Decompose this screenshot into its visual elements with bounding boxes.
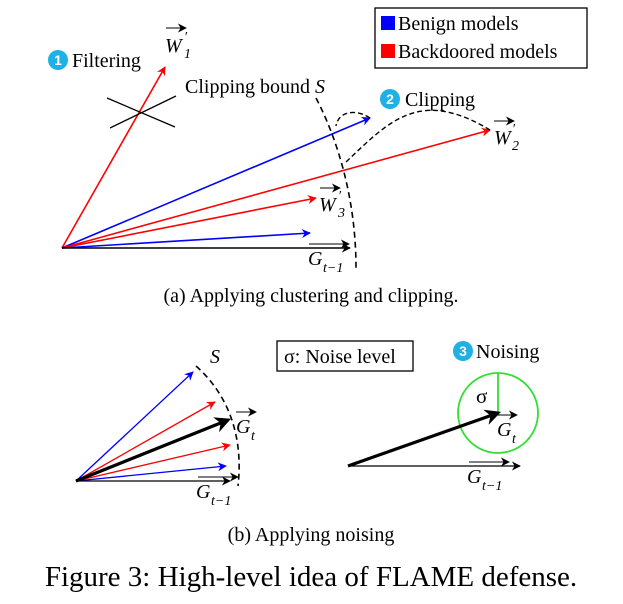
step-3-badge [453, 341, 473, 361]
label-w1: W ′ 1 [165, 23, 191, 62]
b-label-g-prev-right: G t−1 [467, 457, 510, 494]
step-2-badge [380, 89, 400, 109]
caption-a: (a) Applying clustering and clipping. [164, 285, 459, 307]
clipping-bound-arc [315, 97, 357, 269]
svg-text:G: G [497, 419, 512, 441]
step-1-number: 1 [54, 52, 62, 68]
b-label-gt-left: G t [236, 407, 257, 444]
panel-a: Benign models Backdoored models 1 Filter… [48, 7, 588, 307]
label-w2: W ′ 2 [494, 116, 519, 154]
svg-text:′: ′ [184, 30, 188, 45]
svg-text:G: G [196, 481, 211, 503]
svg-text:G: G [467, 466, 482, 488]
svg-text:W: W [494, 127, 513, 149]
figure-caption: Figure 3: High-level idea of FLAME defen… [45, 561, 577, 593]
legend: Benign models Backdoored models [374, 7, 588, 69]
svg-text:t−1: t−1 [323, 261, 343, 276]
vector-benign-2 [61, 228, 311, 249]
svg-text:W: W [165, 35, 184, 57]
b-vector-benign-2 [75, 462, 227, 482]
caption-b: (b) Applying noising [228, 524, 395, 546]
legend-benign-label: Benign models [398, 13, 519, 35]
clipping-curve-benign [335, 111, 371, 127]
svg-text:1: 1 [184, 47, 191, 62]
vector-benign-1 [61, 117, 371, 249]
legend-benign-swatch [381, 16, 395, 30]
legend-backdoored-label: Backdoored models [398, 41, 558, 63]
panel-b: S G t G t−1 σ: Noise level 3 Noising σ G [75, 340, 539, 546]
svg-text:G: G [236, 416, 251, 438]
b-right-gt [347, 409, 502, 468]
filter-cross-line-2 [109, 95, 177, 129]
b-bound-symbol: S [210, 346, 220, 368]
label-g-prev: G t−1 [308, 239, 350, 276]
sigma-label: σ [476, 384, 487, 408]
noise-level-label: σ: Noise level [284, 346, 396, 368]
vector-w3 [61, 195, 317, 249]
noise-level-box [276, 340, 414, 372]
step-2-label: Clipping [405, 89, 475, 111]
svg-text:t: t [512, 432, 517, 447]
step-2-clipping: 2 Clipping [380, 89, 475, 111]
legend-box [374, 7, 588, 69]
step-1-badge [48, 50, 68, 70]
b-vector-red-1 [75, 401, 216, 482]
step-2-number: 2 [386, 91, 394, 107]
label-w3: W ′ 3 [319, 183, 345, 221]
vector-w2 [61, 127, 491, 249]
clipping-curve-w2 [344, 109, 491, 164]
svg-text:W: W [319, 194, 338, 216]
step-3-label: Noising [476, 341, 539, 363]
svg-text:t: t [251, 429, 256, 444]
b-vector-gt [75, 417, 231, 483]
b-vector-red-2 [75, 442, 231, 482]
svg-text:t−1: t−1 [211, 494, 231, 509]
svg-text:2: 2 [512, 139, 519, 154]
b-label-gt-right: G t [497, 410, 518, 447]
svg-text:t−1: t−1 [482, 479, 502, 494]
clipping-bound-label: Clipping bound S [185, 76, 325, 98]
svg-text:G: G [308, 248, 323, 270]
svg-text:3: 3 [337, 206, 345, 221]
svg-text:′: ′ [512, 122, 516, 137]
vector-w1-filtered [61, 66, 166, 249]
svg-text:′: ′ [338, 189, 342, 204]
b-vector-benign-1 [75, 371, 194, 482]
step-3-number: 3 [459, 343, 467, 359]
step-1-filtering: 1 Filtering [48, 50, 141, 72]
b-bound-arc [195, 365, 240, 487]
b-label-g-prev-left: G t−1 [196, 472, 239, 509]
step-1-label: Filtering [72, 50, 141, 72]
step-3-noising: 3 Noising [453, 341, 539, 363]
legend-backdoored-swatch [381, 44, 395, 58]
